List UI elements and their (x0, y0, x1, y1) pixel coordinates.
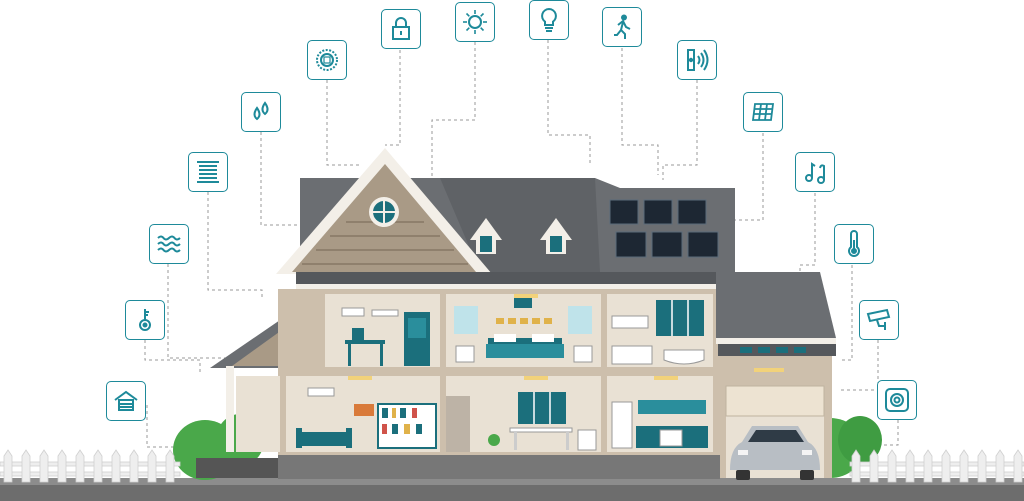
music-notes-icon[interactable] (795, 152, 835, 192)
dining-room (446, 392, 597, 452)
smoke-detector-icon[interactable] (877, 380, 917, 420)
motion-sensor-icon[interactable] (602, 7, 642, 47)
porch-interior (236, 376, 280, 452)
dormers (470, 218, 572, 254)
thermostat-dial-icon[interactable] (307, 40, 347, 80)
garage-roof (716, 272, 836, 338)
right-fence (849, 449, 1024, 483)
garage-door (725, 385, 825, 417)
bedroom (454, 296, 593, 363)
sunlight-icon[interactable] (455, 2, 495, 42)
smart-key-icon[interactable] (125, 300, 165, 340)
living-room (296, 387, 437, 449)
road (0, 484, 1024, 501)
security-camera-icon[interactable] (859, 300, 899, 340)
left-fence (0, 449, 181, 483)
wireless-doorbell-icon[interactable] (677, 40, 717, 80)
solar-panel-icon[interactable] (743, 92, 783, 132)
kitchen (611, 400, 708, 449)
garage-door-icon[interactable] (106, 381, 146, 421)
solar-panels (609, 199, 719, 258)
eave (296, 272, 730, 286)
light-bulb-icon[interactable] (529, 0, 569, 40)
heating-waves-icon[interactable] (149, 224, 189, 264)
thermometer-icon[interactable] (834, 224, 874, 264)
bathroom (611, 300, 705, 365)
connector-wires (144, 40, 899, 448)
home-office (341, 307, 430, 366)
sidewalk (0, 478, 1024, 485)
ceiling-lights (348, 294, 678, 380)
window-blinds-icon[interactable] (188, 152, 228, 192)
water-drops-icon[interactable] (241, 92, 281, 132)
door-lock-icon[interactable] (381, 9, 421, 49)
porch-post (226, 366, 234, 452)
car (730, 426, 820, 480)
